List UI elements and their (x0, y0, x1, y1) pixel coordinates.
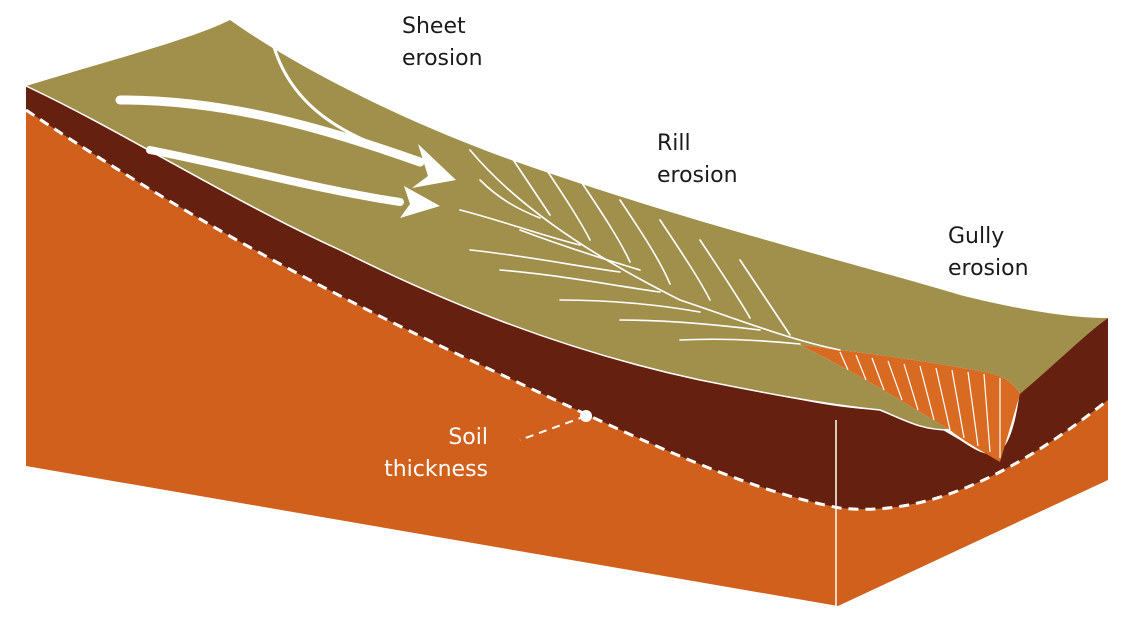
arrowhead-2 (400, 186, 440, 218)
surface-edge-line (25, 85, 951, 431)
rill-network (459, 139, 841, 351)
sheet-erosion-arrows (115, 38, 425, 206)
sheet-arrow-2 (115, 95, 425, 167)
label-soil-thickness-line2: thickness (384, 457, 488, 482)
label-rill-erosion-line2: erosion (657, 163, 738, 188)
sheet-arrow-3 (146, 146, 404, 206)
label-gully-erosion-line1: Gully (948, 224, 1004, 249)
bedrock-layer (26, 110, 1108, 606)
label-rill-erosion-line1: Rill (657, 131, 691, 156)
arrowhead-1 (412, 144, 456, 188)
gully-hatching (839, 351, 1001, 458)
soil-boundary-dashed (25, 108, 1109, 511)
label-gully-erosion-line2: erosion (948, 256, 1029, 281)
label-soil-thickness-line1: Soil (448, 425, 488, 450)
soil-layer (26, 86, 1108, 510)
soil-thickness-pointer (519, 415, 587, 441)
label-sheet-erosion-line1: Sheet (402, 14, 466, 39)
soil-thickness-dot (580, 410, 592, 422)
gully-face (800, 345, 1020, 462)
sheet-arrowheads (400, 144, 456, 218)
label-sheet-erosion-line2: erosion (402, 46, 483, 71)
